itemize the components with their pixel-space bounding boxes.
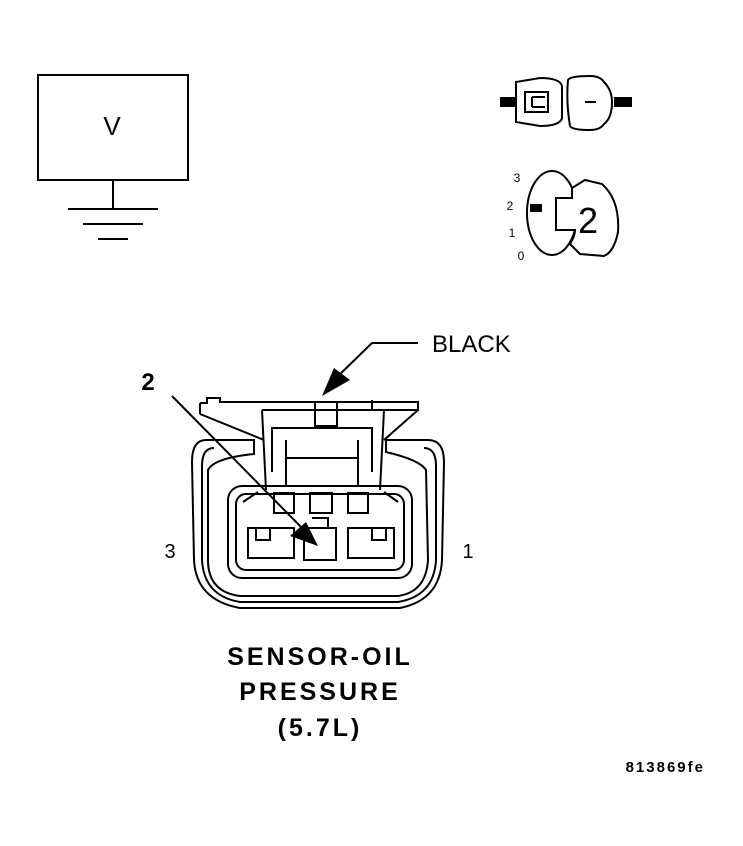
selector-position-2: 2 bbox=[507, 199, 514, 213]
selector-position-1: 1 bbox=[509, 226, 516, 240]
pin-callout: 2 bbox=[141, 369, 318, 546]
pin-arrowhead bbox=[290, 522, 318, 546]
selector-knob-icon: 3 2 1 0 2 bbox=[507, 170, 620, 263]
connector-color-label: BLACK bbox=[432, 331, 511, 358]
selector-position-3: 3 bbox=[514, 171, 521, 185]
figure-id: 813869fe bbox=[626, 759, 705, 776]
caption-line-3: (5.7L) bbox=[278, 714, 363, 742]
cavity-label-left: 3 bbox=[164, 541, 175, 563]
terminal-1 bbox=[347, 527, 395, 559]
color-callout: BLACK bbox=[322, 331, 511, 396]
selector-setting: 2 bbox=[578, 200, 598, 241]
caption-line-1: SENSOR-OIL bbox=[227, 643, 413, 671]
caption-line-2: PRESSURE bbox=[239, 678, 401, 706]
voltmeter: V bbox=[37, 74, 189, 240]
selector-position-0: 0 bbox=[518, 249, 525, 263]
callout-arrowhead bbox=[322, 368, 350, 396]
probe-connector-icon bbox=[500, 74, 632, 132]
ground-icon bbox=[68, 180, 158, 240]
connector-face bbox=[190, 397, 446, 609]
callout-pin-number: 2 bbox=[141, 369, 154, 396]
voltmeter-label: V bbox=[103, 111, 121, 141]
terminal-2 bbox=[303, 517, 337, 561]
cavity-label-right: 1 bbox=[462, 541, 473, 563]
terminal-3 bbox=[247, 527, 295, 559]
